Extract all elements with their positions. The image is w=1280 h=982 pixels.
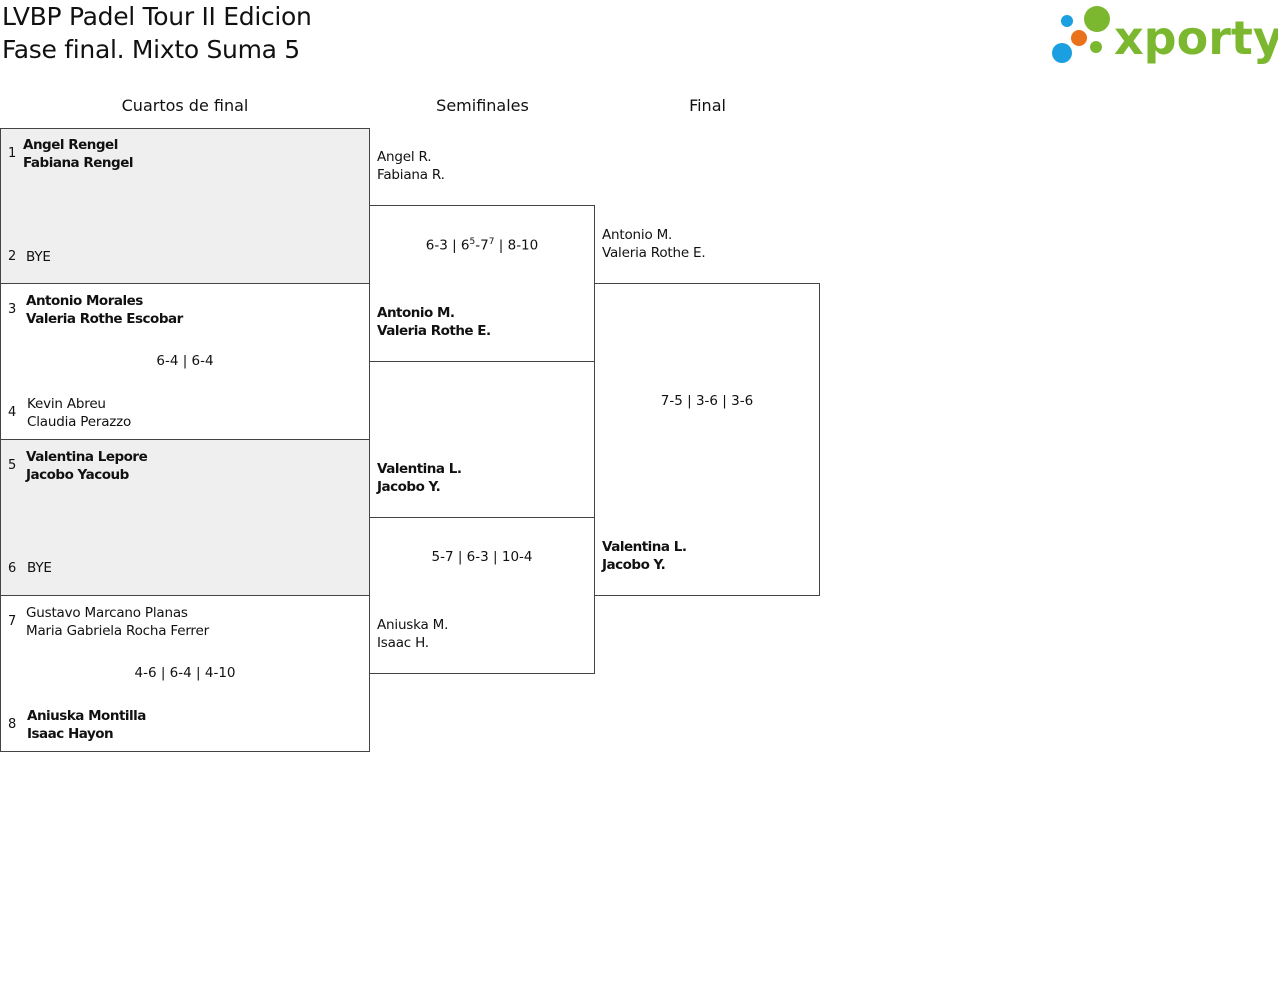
logo-dot-orange: [1071, 30, 1087, 46]
seed-number: 3: [8, 302, 17, 317]
seed-number: 1: [8, 146, 17, 161]
seed-number: 5: [8, 458, 17, 473]
player-name: Fabiana Rengel: [23, 155, 133, 171]
sf2-team-bottom[interactable]: Aniuska M. Isaac H.: [377, 616, 448, 652]
player-name: Gustavo Marcano Planas: [26, 605, 188, 621]
qf1-team-top[interactable]: Angel Rengel Fabiana Rengel: [23, 136, 133, 172]
seed-number: 2: [8, 249, 17, 264]
qf-match-4[interactable]: 7 Gustavo Marcano Planas Maria Gabriela …: [0, 595, 370, 752]
match-score: 6-4 | 6-4: [156, 353, 214, 369]
seed-number: 7: [8, 614, 17, 629]
player-name: BYE: [27, 560, 52, 576]
final-match[interactable]: 7-5 | 3-6 | 3-6 Valentina L. Jacobo Y.: [594, 283, 820, 596]
player-name: Aniuska Montilla: [27, 708, 146, 724]
score-part: 6-3 | 6: [425, 237, 470, 254]
logo-dot-green-small: [1090, 41, 1102, 53]
player-name: Maria Gabriela Rocha Ferrer: [26, 623, 209, 639]
qf3-team-top[interactable]: Valentina Lepore Jacobo Yacoub: [26, 448, 148, 484]
player-name: Valeria Rothe Escobar: [26, 311, 183, 327]
qf2-team-bottom[interactable]: Kevin Abreu Claudia Perazzo: [27, 395, 131, 431]
player-name: Aniuska M.: [377, 617, 449, 633]
score-part: -7: [475, 237, 489, 254]
player-name: Angel R.: [377, 149, 432, 165]
round-header-final: Final: [689, 96, 726, 115]
final-team-top[interactable]: Antonio M. Valeria Rothe E.: [602, 226, 706, 262]
player-name: Claudia Perazzo: [27, 414, 132, 430]
logo-dot-blue-top: [1061, 15, 1073, 27]
player-name: Isaac H.: [377, 635, 429, 651]
player-name: Valentina Lepore: [26, 449, 148, 465]
sf2-team-top[interactable]: Valentina L. Jacobo Y.: [377, 460, 462, 496]
qf4-team-bottom[interactable]: Aniuska Montilla Isaac Hayon: [27, 707, 146, 743]
seed-number: 6: [8, 561, 17, 576]
sf1-team-bottom[interactable]: Antonio M. Valeria Rothe E.: [377, 304, 491, 340]
page-subtitle: Fase final. Mixto Suma 5: [2, 35, 300, 64]
player-name: Jacobo Yacoub: [26, 467, 129, 483]
qf3-team-bottom: BYE: [27, 559, 52, 577]
player-name: Valentina L.: [377, 461, 462, 477]
match-score: 7-5 | 3-6 | 3-6: [660, 393, 754, 409]
qf-match-2[interactable]: 3 Antonio Morales Valeria Rothe Escobar …: [0, 283, 370, 440]
qf1-team-bottom: BYE: [26, 248, 51, 266]
player-name: Valeria Rothe E.: [377, 323, 491, 339]
logo-dot-blue-large: [1052, 43, 1072, 63]
player-name: Antonio Morales: [26, 293, 143, 309]
qf-match-3[interactable]: 5 Valentina Lepore Jacobo Yacoub 6 BYE: [0, 439, 370, 596]
player-name: Kevin Abreu: [27, 396, 106, 412]
page-title: LVBP Padel Tour II Edicion: [2, 2, 312, 31]
match-score: 5-7 | 6-3 | 10-4: [431, 549, 533, 565]
player-name: Antonio M.: [602, 227, 673, 243]
match-score: 4-6 | 6-4 | 4-10: [134, 665, 236, 681]
player-name: Antonio M.: [377, 305, 455, 321]
tiebreak-score: 7: [488, 237, 495, 247]
sf1-team-top[interactable]: Angel R. Fabiana R.: [377, 148, 445, 184]
logo-dot-green-large: [1084, 6, 1110, 32]
qf-match-1[interactable]: 1 Angel Rengel Fabiana Rengel 2 BYE: [0, 128, 370, 284]
sf-match-1[interactable]: 6-3 | 65-77 | 8-10 Antonio M. Valeria Ro…: [369, 205, 595, 362]
seed-number: 8: [8, 717, 17, 732]
player-name: Valentina L.: [602, 539, 687, 555]
player-name: Jacobo Y.: [602, 557, 666, 573]
seed-number: 4: [8, 405, 17, 420]
player-name: Fabiana R.: [377, 167, 445, 183]
player-name: Jacobo Y.: [377, 479, 441, 495]
logo-wordmark: xporty: [1114, 11, 1278, 65]
xporty-logo[interactable]: xporty: [1050, 2, 1278, 70]
player-name: Angel Rengel: [23, 137, 118, 153]
qf4-team-top[interactable]: Gustavo Marcano Planas Maria Gabriela Ro…: [26, 604, 209, 640]
sf-match-2[interactable]: 5-7 | 6-3 | 10-4 Aniuska M. Isaac H.: [369, 517, 595, 674]
tiebreak-score: 5: [469, 237, 476, 247]
qf2-team-top[interactable]: Antonio Morales Valeria Rothe Escobar: [26, 292, 183, 328]
score-part: | 8-10: [494, 237, 539, 254]
player-name: Valeria Rothe E.: [602, 245, 706, 261]
player-name: Isaac Hayon: [27, 726, 114, 742]
match-score: 6-3 | 65-77 | 8-10: [370, 237, 594, 254]
round-header-quarterfinals: Cuartos de final: [121, 96, 249, 115]
final-team-bottom[interactable]: Valentina L. Jacobo Y.: [602, 538, 687, 574]
player-name: BYE: [26, 249, 51, 265]
round-header-semifinals: Semifinales: [436, 96, 529, 115]
